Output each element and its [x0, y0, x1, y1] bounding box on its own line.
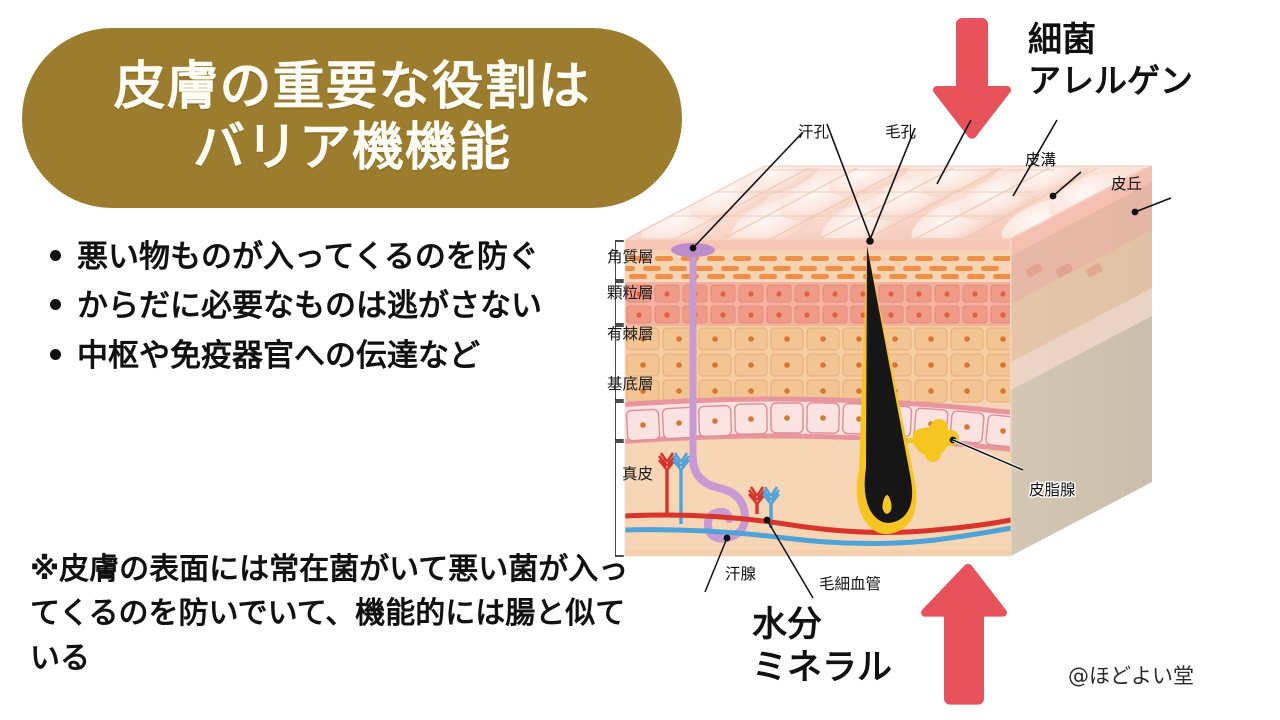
- part-label-hair-pore: 毛孔: [885, 123, 917, 141]
- part-label-sebaceous-gland: 皮脂腺: [1029, 481, 1076, 499]
- list-item: 中枢や免疫器官への伝達など: [36, 335, 636, 378]
- part-label-skin-furrow: 皮溝: [1025, 151, 1057, 169]
- leader-line-sebaceous: [952, 439, 1024, 471]
- callout-bottom-line-1: 水分: [752, 605, 823, 645]
- leader-lines-lower: [704, 519, 814, 599]
- artery-vessel: [624, 512, 1012, 535]
- bullet-dot-icon: [50, 299, 61, 311]
- layer-brackets: [614, 240, 624, 557]
- callout-top-line-2: アレルゲン: [1028, 61, 1193, 101]
- footnote-text: ※皮膚の表面には常在菌がいて悪い菌が入ってくるのを防いでいて、機能的には腸と似て…: [30, 552, 629, 676]
- callout-top: 細菌 アレルゲン: [1028, 20, 1193, 102]
- skin-block-side-face: [1011, 166, 1152, 556]
- skin-cross-section-diagram: 角質層 顆粒層 有棘層 基底層 真皮 汗孔 毛孔 皮溝 皮丘 皮脂腺 汗腺 毛細…: [607, 110, 1280, 620]
- title-banner: 皮膚の重要な役割は バリア機機能: [22, 28, 682, 208]
- bullet-dot-icon: [50, 348, 61, 360]
- callout-bottom: 水分 ミネラル: [752, 604, 892, 689]
- layer-label-horny: 角質層: [607, 248, 654, 266]
- callout-top-line-1: 細菌: [1028, 20, 1096, 60]
- watermark: @ほどよい堂: [1068, 664, 1194, 688]
- layer-label-spinous: 有棘層: [607, 325, 654, 343]
- bullet-text: 中枢や免疫器官への伝達など: [77, 337, 480, 374]
- callout-bottom-line-2: ミネラル: [752, 647, 893, 688]
- leader-lines: [692, 119, 1172, 249]
- title-line-1: 皮膚の重要な役割は: [113, 56, 591, 117]
- bullet-text: からだに必要なものは逃がさない: [77, 288, 542, 325]
- part-label-sweat-gland: 汗腺: [725, 565, 757, 583]
- list-item: 悪い物ものが入ってくるのを防ぐ: [36, 236, 636, 279]
- capillary-tuft: [747, 486, 781, 528]
- part-label-skin-ridge: 皮丘: [1111, 175, 1143, 193]
- vein-vessel: [624, 525, 1012, 547]
- hair-follicle: [856, 245, 959, 534]
- part-label-capillary: 毛細血管: [819, 575, 882, 593]
- bullet-dot-icon: [50, 250, 61, 261]
- leader-dots: [689, 192, 1139, 252]
- layer-label-dermis: 真皮: [622, 465, 654, 483]
- layer-label-granular: 顆粒層: [607, 284, 654, 302]
- list-item: からだに必要なものは逃がさない: [36, 285, 636, 328]
- skin-block-illustration: [614, 119, 1172, 599]
- skin-block-front-face: [624, 239, 1012, 557]
- bullet-text: 悪い物ものが入ってくるのを防ぐ: [77, 239, 539, 275]
- bullet-list: 悪い物ものが入ってくるのを防ぐ からだに必要なものは逃がさない 中枢や免疫器官へ…: [36, 236, 636, 384]
- title-line-2: バリア機機能: [192, 118, 511, 178]
- layer-label-basal: 基底層: [607, 375, 654, 393]
- part-label-sweat-pore: 汗孔: [798, 123, 830, 141]
- arrow-down-icon: [933, 18, 1011, 139]
- dermis-structures: [624, 243, 1012, 547]
- arrow-up-icon: [921, 564, 1007, 705]
